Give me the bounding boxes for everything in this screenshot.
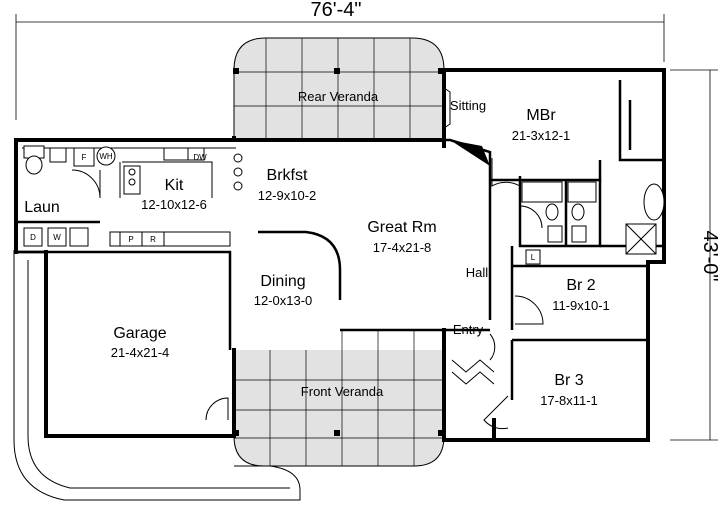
mbr-name: MBr — [526, 107, 556, 124]
overall-width-label: 76'-4" — [311, 0, 362, 21]
kit-size: 12-10x12-6 — [141, 197, 207, 212]
doors — [71, 158, 544, 430]
br2-name: Br 2 — [566, 277, 595, 294]
sitting-name: Sitting — [450, 98, 486, 113]
washer-letter: W — [53, 233, 61, 242]
great-rm-size: 17-4x21-8 — [373, 240, 432, 255]
front-veranda-label: Front Veranda — [301, 384, 384, 399]
brkfst-size: 12-9x10-2 — [258, 188, 317, 203]
laun-name: Laun — [24, 199, 60, 216]
dining-size: 12-0x13-0 — [254, 293, 313, 308]
dryer-letter: D — [30, 233, 36, 242]
overall-depth-label: 43'-0" — [699, 231, 721, 282]
great-rm-name: Great Rm — [367, 219, 436, 236]
linen-letter: L — [531, 253, 536, 262]
water-heater-letter: WH — [99, 152, 113, 161]
mbr-size: 21-3x12-1 — [512, 128, 571, 143]
dishwasher-letter: DW — [193, 153, 207, 162]
dimension-lines — [15, 14, 718, 441]
br2-size: 11-9x10-1 — [552, 298, 610, 313]
br3-size: 17-8x11-1 — [540, 393, 598, 408]
brkfst-name: Brkfst — [267, 167, 308, 184]
pantry-letter: P — [128, 235, 133, 244]
labels: 76'-4" 43'-0" Rear Veranda Front Veranda… — [24, 0, 721, 408]
rear-veranda — [233, 37, 445, 138]
entry-name: Entry — [453, 322, 484, 337]
front-veranda — [233, 330, 445, 467]
fridge-letter: F — [82, 153, 87, 162]
garage-size: 21-4x21-4 — [111, 345, 170, 360]
kit-name: Kit — [165, 177, 184, 194]
hall-name: Hall — [466, 265, 489, 280]
dining-name: Dining — [260, 273, 305, 290]
br3-name: Br 3 — [554, 372, 583, 389]
range-letter: R — [150, 235, 156, 244]
fixtures — [23, 140, 665, 265]
garage-name: Garage — [113, 325, 166, 342]
garage-apron — [13, 250, 301, 501]
rear-veranda-label: Rear Veranda — [298, 89, 379, 104]
